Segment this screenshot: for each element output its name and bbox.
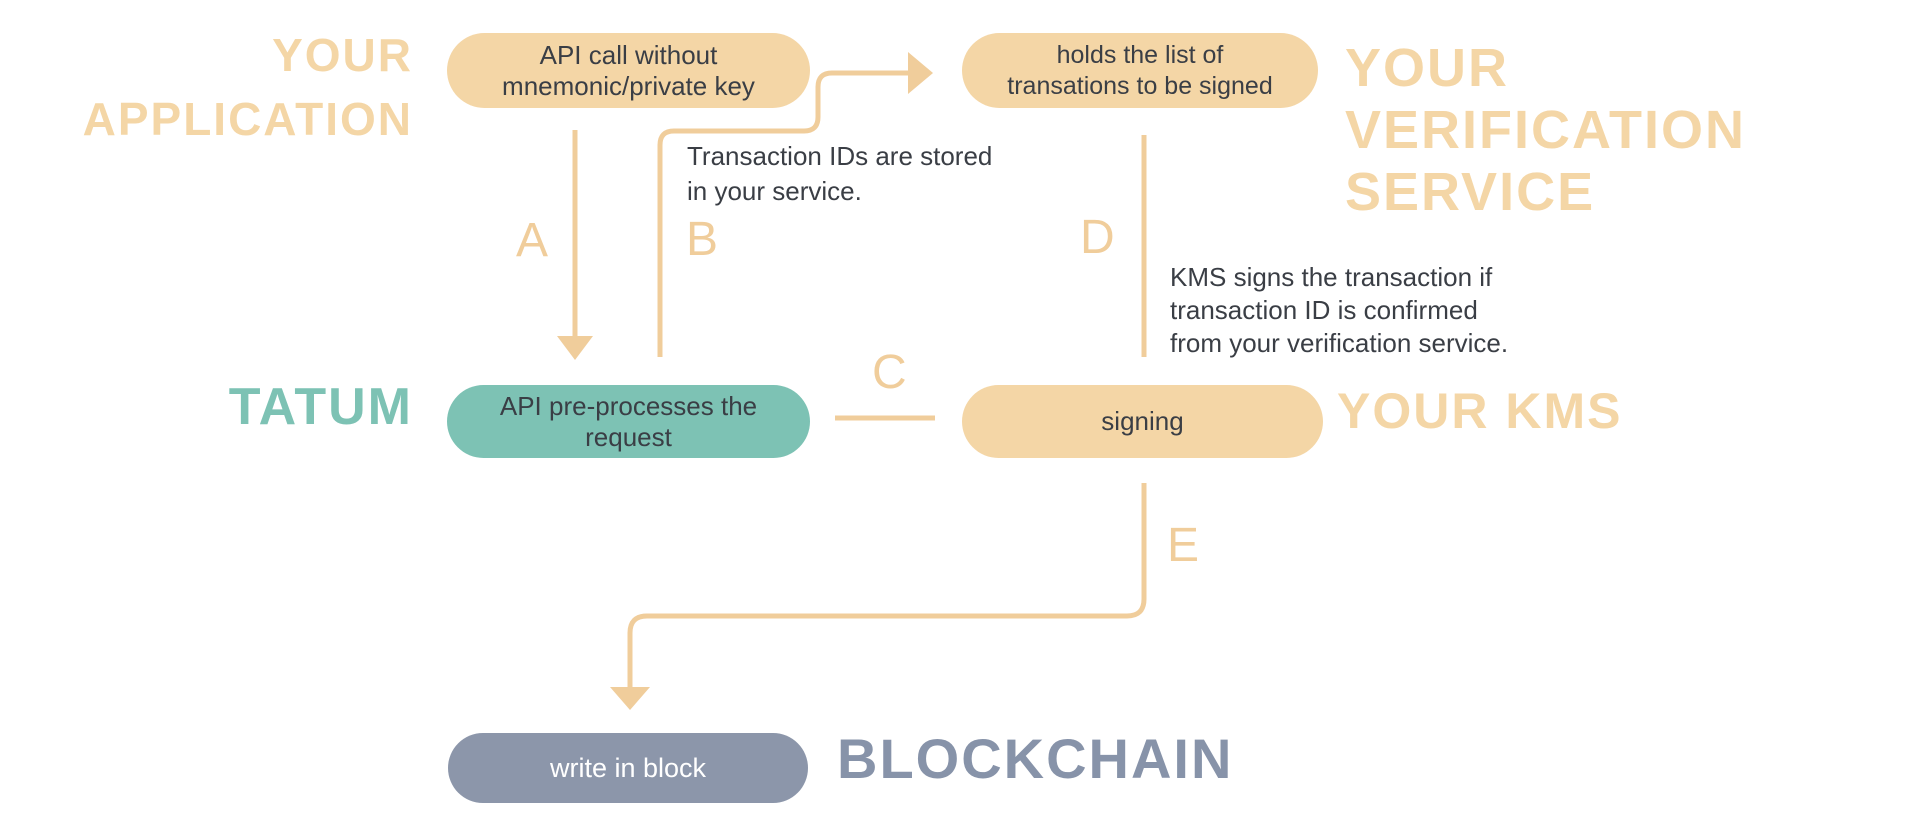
- step-label-a: A: [516, 214, 549, 267]
- actor-label-your-verification-service: YOUR VERIFICATION SERVICE: [1345, 38, 1746, 222]
- step-label-c: C: [872, 346, 907, 399]
- node-api-preprocess: API pre-processes the request: [447, 385, 810, 458]
- step-label-b: B: [686, 213, 719, 266]
- note-transaction-ids: Transaction IDs are stored in your servi…: [687, 141, 993, 206]
- connector-e-line: [627, 483, 1147, 689]
- node-api-call: API call without mnemonic/private key: [447, 33, 810, 108]
- arrow-b-head-icon: [908, 52, 933, 94]
- actor-label-your-application: YOUR APPLICATION: [82, 29, 413, 145]
- arrow-e-head-icon: [610, 687, 650, 710]
- actor-label-blockchain: BLOCKCHAIN: [837, 727, 1234, 790]
- actor-label-your-kms: YOUR KMS: [1337, 383, 1623, 439]
- node-signing: signing: [962, 385, 1323, 458]
- step-label-d: D: [1080, 211, 1115, 264]
- note-kms-signs: KMS signs the transaction if transaction…: [1170, 262, 1509, 358]
- node-holds-list: holds the list of transations to be sign…: [962, 33, 1318, 108]
- node-write-in-block: write in block: [448, 733, 808, 803]
- connector-b-line: [657, 70, 908, 357]
- arrow-a-head-icon: [557, 336, 593, 360]
- actor-label-tatum: TATUM: [228, 378, 413, 436]
- step-label-e: E: [1167, 519, 1200, 572]
